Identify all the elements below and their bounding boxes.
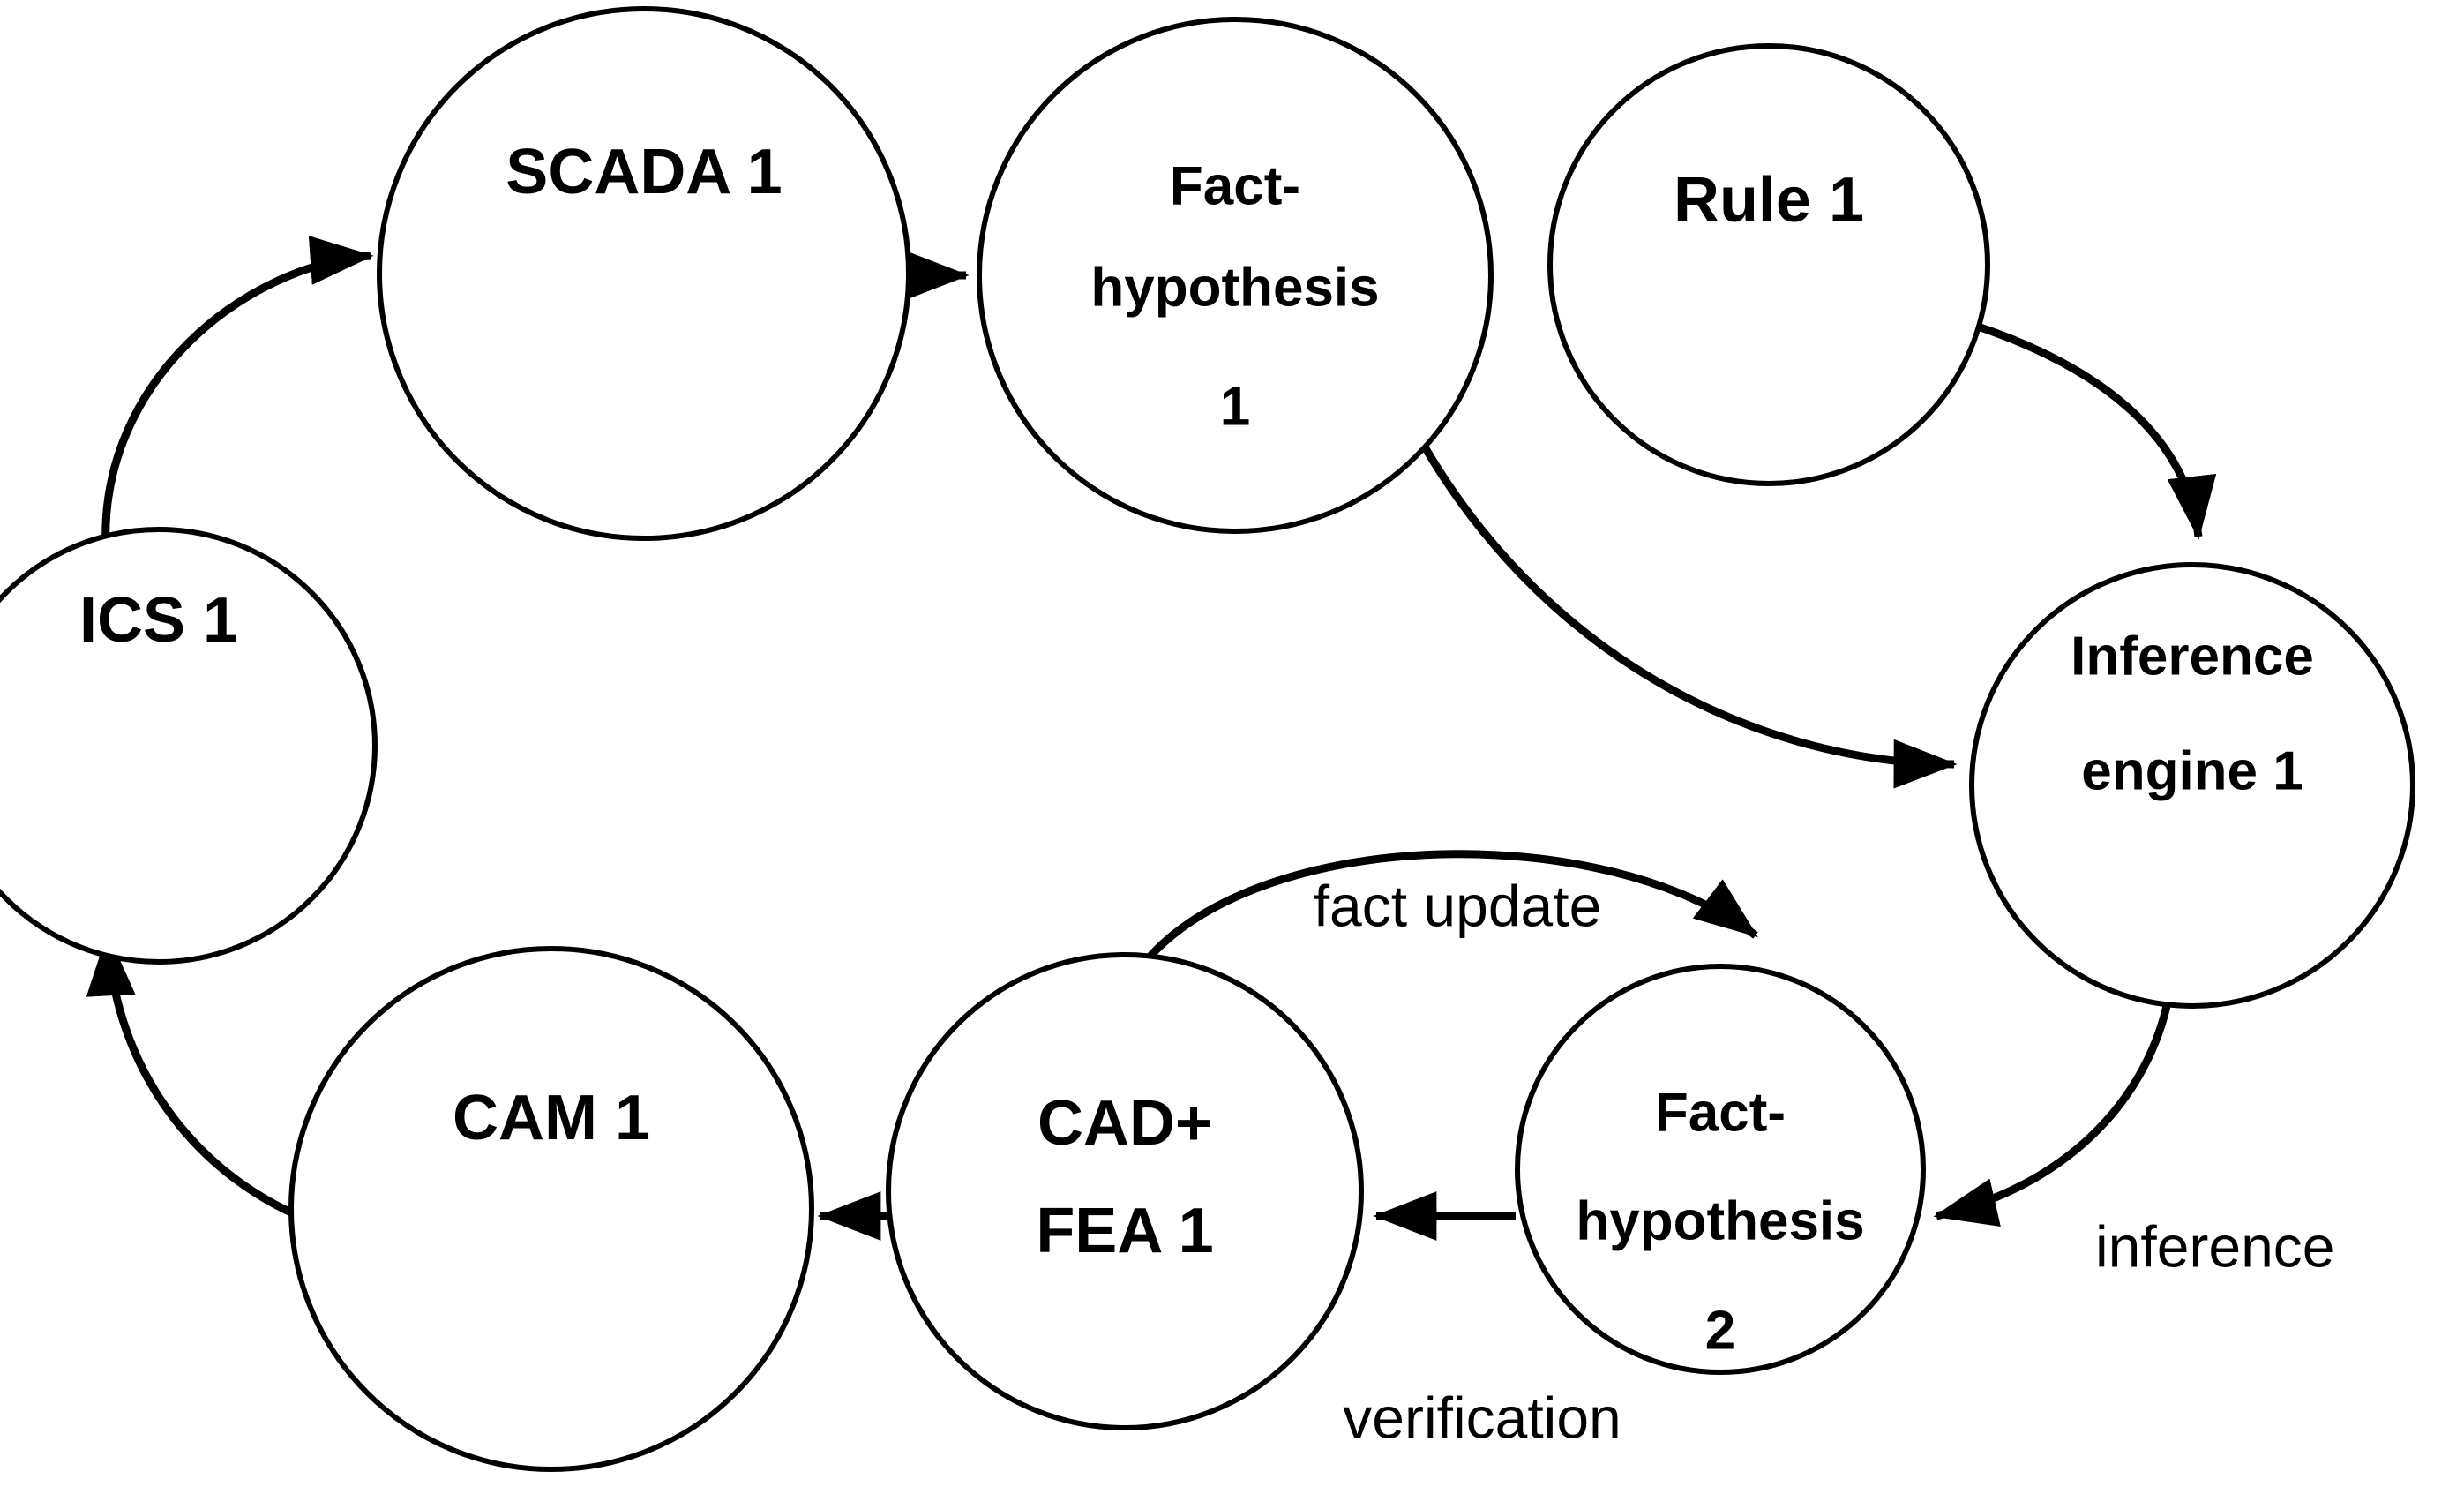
edge-inference-to-fh2	[1933, 1004, 2171, 1227]
edge-cam-to-ics-path	[86, 932, 309, 1224]
node-scada1-circle[interactable]	[377, 6, 911, 541]
node-scada1-label: SCADA 1	[506, 137, 782, 207]
edge-cadfea-to-fh2-path	[1142, 850, 1758, 965]
node-rule1-circle[interactable]	[1547, 43, 1990, 486]
node-fh1-circle[interactable]	[977, 17, 1494, 534]
node-inference1[interactable]: Inference engine 1	[1969, 562, 2415, 1009]
edge-fh1-to-inference	[1417, 437, 1958, 789]
node-inference1-label-line2: engine 1	[2081, 740, 2303, 801]
node-scada1[interactable]: SCADA 1	[377, 6, 911, 541]
node-cadfea1-circle[interactable]	[886, 952, 1364, 1430]
edge-label-inference: inference	[2095, 1213, 2335, 1279]
node-fh1-label-line2: hypothesis	[1090, 257, 1379, 318]
edge-fh1-to-inference-path	[1417, 437, 1958, 789]
edge-ics-to-scada	[101, 236, 374, 548]
node-ics1[interactable]: ICS 1	[0, 527, 378, 965]
node-fh2[interactable]: Fact- hypothesis 2	[1515, 964, 1926, 1375]
node-inference1-label-line1: Inference	[2071, 626, 2314, 687]
edge-ics-to-scada-path	[101, 236, 374, 548]
node-fh1-label-line3: 1	[1220, 376, 1250, 437]
node-ics1-circle[interactable]	[0, 527, 378, 965]
node-fh2-label-line2: hypothesis	[1576, 1190, 1864, 1251]
node-fh1-label-line1: Fact-	[1170, 155, 1300, 216]
node-cam1-label: CAM 1	[453, 1083, 650, 1153]
edge-rule-to-inference	[1976, 322, 2217, 540]
edge-inference-to-fh2-path	[1933, 1004, 2171, 1227]
node-fh1[interactable]: Fact- hypothesis 1	[977, 17, 1494, 534]
node-cadfea1-label-line2: FEA 1	[1036, 1196, 1213, 1266]
edge-cadfea-to-fh2	[1142, 850, 1758, 965]
edge-cam-to-ics	[86, 932, 309, 1224]
node-rule1-label: Rule 1	[1674, 165, 1864, 236]
node-ics1-label: ICS 1	[79, 585, 238, 656]
node-fh2-circle[interactable]	[1515, 964, 1926, 1375]
node-cam1[interactable]: CAM 1	[288, 946, 814, 1472]
node-cadfea1-label-line1: CAD+	[1037, 1088, 1212, 1159]
edge-label-verification: verification	[1343, 1385, 1621, 1450]
node-inference1-circle[interactable]	[1969, 562, 2415, 1009]
node-fh2-label-line3: 2	[1705, 1300, 1735, 1361]
node-fh2-label-line1: Fact-	[1655, 1082, 1786, 1143]
node-cadfea1[interactable]: CAD+ FEA 1	[886, 952, 1364, 1430]
node-rule1[interactable]: Rule 1	[1547, 43, 1990, 486]
edge-label-fact-update: fact update	[1314, 873, 1602, 938]
node-cam1-circle[interactable]	[288, 946, 814, 1472]
edge-rule-to-inference-path	[1976, 322, 2217, 540]
